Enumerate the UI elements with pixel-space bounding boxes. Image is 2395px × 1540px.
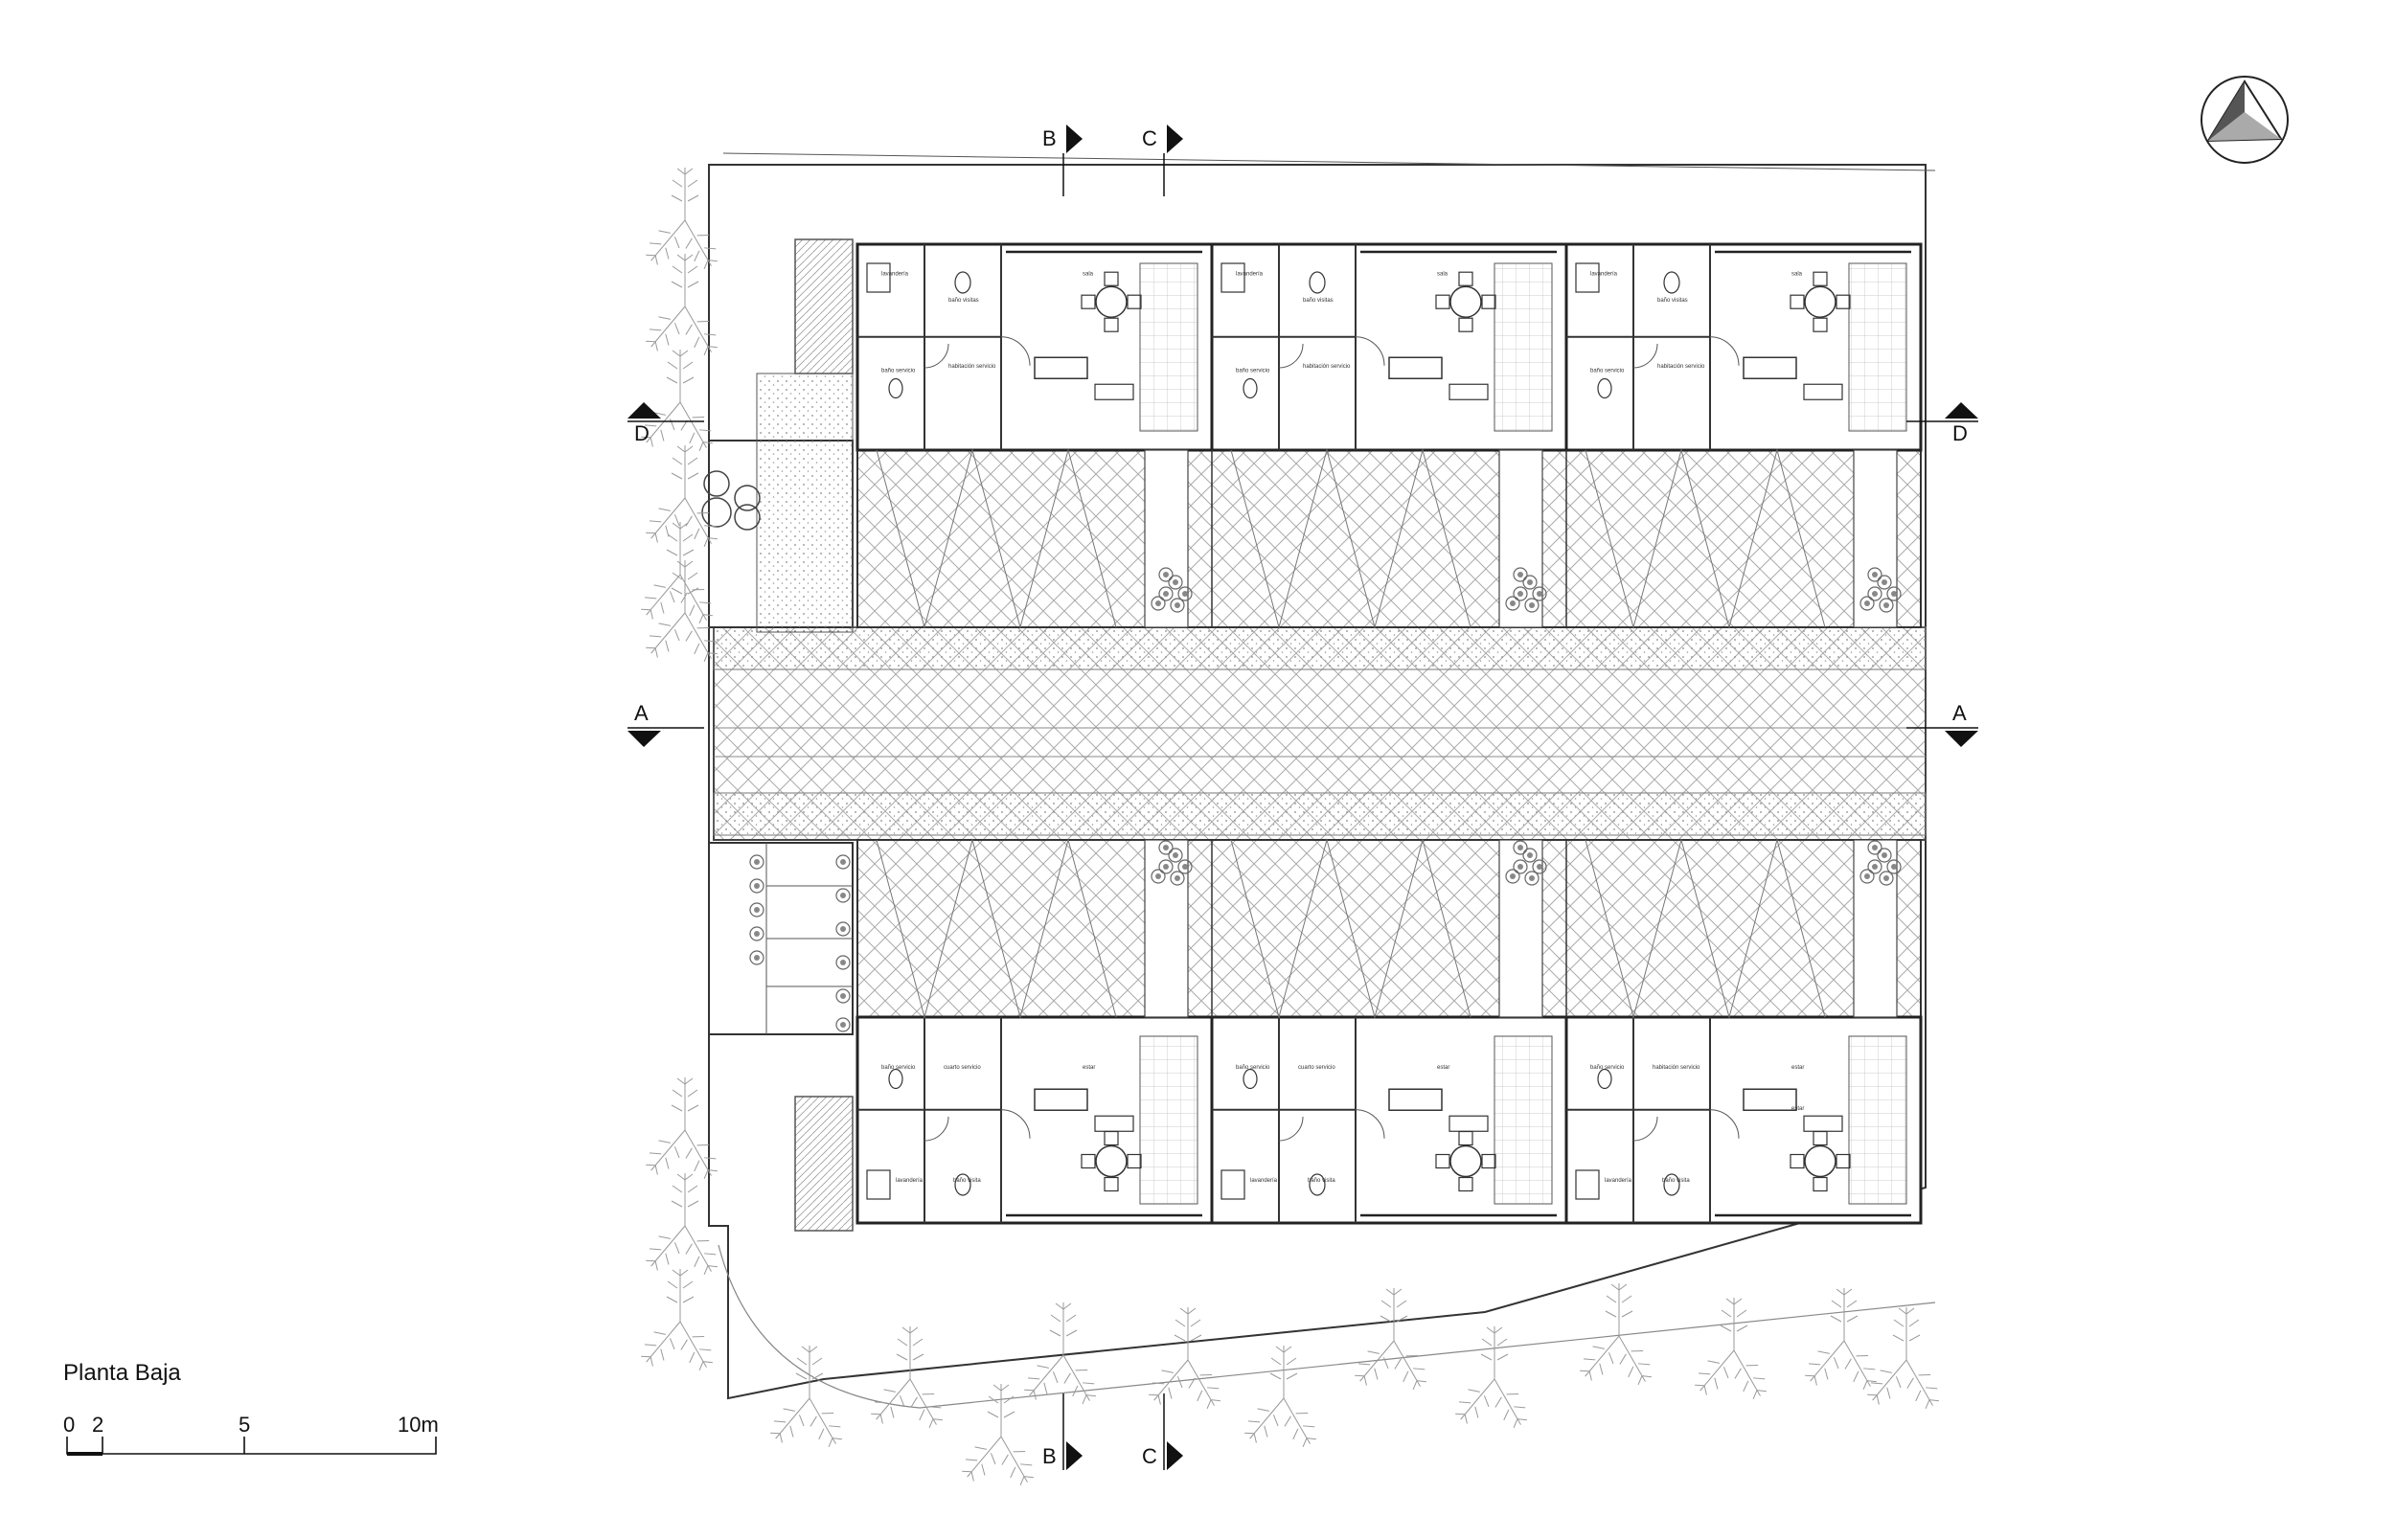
section-c-top-label: C xyxy=(1142,126,1157,150)
section-d-left-arrow xyxy=(627,402,661,419)
scale-label-10m: 10m xyxy=(398,1413,439,1437)
top-unit-1-room-label: baño visitas xyxy=(948,298,979,304)
top-units-row xyxy=(855,242,1923,628)
bottom-unit-3-room-label: baño visita xyxy=(1662,1178,1690,1184)
top-unit-3: sala lavandería baño visitas baño servicio h… xyxy=(1566,244,1923,450)
bottom-unit-2-room-label: estar xyxy=(1437,1065,1449,1071)
bottom-unit-2-room-label: lavandería xyxy=(1250,1178,1278,1184)
drawing-title: Planta Baja xyxy=(63,1360,181,1386)
top-unit-3-room-label: baño visitas xyxy=(1657,298,1688,304)
top-unit-2-room-label: sala xyxy=(1437,271,1448,277)
section-b-top-label: B xyxy=(1042,126,1057,150)
bottom-unit-1-room-label: lavandería xyxy=(896,1178,924,1184)
scale-bar: 0 2 5 10m xyxy=(63,1413,439,1456)
bottom-unit-1-room-label: cuarto servicio xyxy=(944,1065,981,1071)
top-unit-2-room-label: baño visitas xyxy=(1303,298,1334,304)
section-c-top-arrow xyxy=(1167,125,1183,153)
bottom-unit-1: estar baño servicio cuarto servicio lavande… xyxy=(857,1017,1214,1223)
bottom-unit-2-room-label: baño servicio xyxy=(1236,1065,1270,1071)
section-b-bottom-label: B xyxy=(1042,1444,1057,1468)
section-markers: B C B C D D A A xyxy=(627,125,1978,1470)
bottom-unit-2: estar baño servicio cuarto servicio lavande… xyxy=(1212,1017,1568,1223)
bottom-unit-1-room-label: estar xyxy=(1083,1065,1095,1071)
service-block xyxy=(701,238,854,633)
section-b-bottom-arrow xyxy=(1066,1441,1083,1470)
bottom-unit-3: estar baño servicio habitación servicio lav… xyxy=(1566,1017,1923,1223)
top-unit-3-room-label: baño servicio xyxy=(1590,368,1625,374)
bottom-unit-3-room-label: habitación servicio xyxy=(1653,1065,1700,1071)
bottom-service-block xyxy=(708,842,854,1232)
bottom-unit-1-room-label: baño visita xyxy=(953,1178,981,1184)
top-unit-1-room-label: baño servicio xyxy=(881,368,916,374)
section-c-bottom-label: C xyxy=(1142,1444,1157,1468)
top-unit-2-room-label: baño servicio xyxy=(1236,368,1270,374)
bottom-unit-3-room-label: lavandería xyxy=(1605,1178,1632,1184)
scale-label-2: 2 xyxy=(92,1413,103,1437)
bottom-unit-1-room-label: baño servicio xyxy=(881,1065,916,1071)
section-a-right-label: A xyxy=(1952,701,1967,725)
section-a-right-arrow xyxy=(1945,731,1978,747)
bottom-unit-3-room-label: estar xyxy=(1791,1106,1804,1112)
section-c-bottom-arrow xyxy=(1167,1441,1183,1470)
bottom-unit-3-room-label: estar xyxy=(1791,1065,1804,1071)
section-b-top-arrow xyxy=(1066,125,1083,153)
top-unit-2: sala lavandería baño visitas baño servicio h… xyxy=(1212,244,1568,450)
section-d-right-label: D xyxy=(1952,421,1968,445)
top-unit-2-room-label: habitación servicio xyxy=(1303,364,1351,370)
bottom-unit-3-room-label: baño servicio xyxy=(1590,1065,1625,1071)
north-arrow-icon xyxy=(2201,76,2289,164)
top-unit-1-room-label: lavandería xyxy=(881,271,909,277)
top-unit-1-room-label: habitación servicio xyxy=(948,364,996,370)
top-unit-3-room-label: lavandería xyxy=(1590,271,1618,277)
section-a-left-arrow xyxy=(627,731,661,747)
scale-label-0: 0 xyxy=(63,1413,75,1437)
top-unit-3-room-label: habitación servicio xyxy=(1657,364,1705,370)
section-a-left-label: A xyxy=(634,701,649,725)
top-unit-3-room-label: sala xyxy=(1791,271,1803,277)
section-d-right-arrow xyxy=(1945,402,1978,419)
top-unit-2-room-label: lavandería xyxy=(1236,271,1264,277)
bottom-unit-2-room-label: baño visita xyxy=(1308,1178,1335,1184)
bottom-unit-2-room-label: cuarto servicio xyxy=(1298,1065,1335,1071)
bottom-units-row xyxy=(855,839,1923,1225)
top-unit-1-room-label: sala xyxy=(1083,271,1094,277)
section-d-left-label: D xyxy=(634,421,650,445)
top-unit-1: sala lavandería baño visitas baño servicio h… xyxy=(857,244,1214,450)
scale-label-5: 5 xyxy=(239,1413,250,1437)
